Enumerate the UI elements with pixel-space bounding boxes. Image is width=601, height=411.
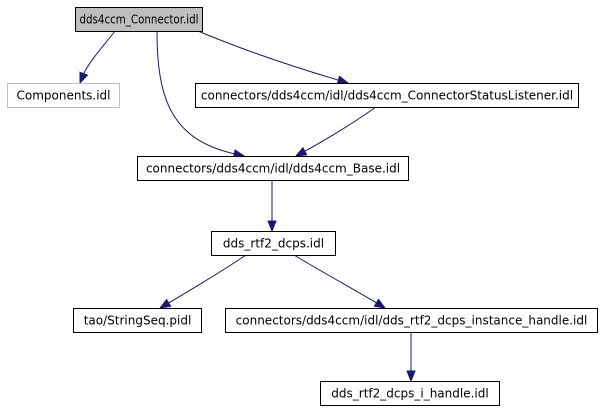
edge-arrowhead — [79, 71, 89, 85]
edge-arrowhead — [158, 298, 172, 309]
node-base[interactable]: connectors/dds4ccm/idl/dds4ccm_Base.idl — [137, 156, 409, 181]
node-label: dds_rtf2_dcps.idl — [223, 237, 324, 251]
node-box[interactable] — [75, 7, 203, 32]
edge-connector-to-components — [79, 30, 116, 85]
node-label: Components.idl — [16, 89, 110, 103]
edge-arrowhead — [267, 220, 277, 233]
node-box[interactable] — [137, 156, 409, 181]
edge-connector-to-status_listener — [197, 30, 350, 85]
node-label: dds_rtf2_dcps_i_handle.idl — [331, 387, 488, 401]
node-box[interactable] — [73, 308, 202, 333]
edge-line — [197, 30, 340, 81]
edge-arrowhead — [294, 146, 308, 157]
edge-rtf2_dcps-to-stringseq — [158, 254, 247, 309]
edge-arrowhead — [336, 75, 350, 85]
node-label: connectors/dds4ccm/idl/dds_rtf2_dcps_ins… — [236, 314, 588, 328]
edge-connector-to-base — [156, 30, 246, 159]
node-box[interactable] — [195, 83, 579, 108]
edge-line — [293, 254, 378, 304]
edge-arrowhead — [406, 370, 416, 383]
node-stringseq[interactable]: tao/StringSeq.pidl — [73, 308, 202, 333]
edge-line — [82, 30, 116, 75]
edge-base-to-rtf2_dcps — [267, 180, 277, 233]
node-instance_handle[interactable]: connectors/dds4ccm/idl/dds_rtf2_dcps_ins… — [225, 308, 598, 333]
node-box[interactable] — [7, 83, 120, 108]
node-rtf2_dcps[interactable]: dds_rtf2_dcps.idl — [211, 231, 336, 256]
edge-line — [167, 254, 247, 304]
node-status_listener[interactable]: connectors/dds4ccm/idl/dds4ccm_Connector… — [195, 83, 579, 108]
node-i_handle[interactable]: dds_rtf2_dcps_i_handle.idl — [320, 381, 500, 406]
edge-line — [303, 106, 377, 153]
node-components[interactable]: Components.idl — [7, 83, 120, 108]
node-label: connectors/dds4ccm/idl/dds4ccm_Connector… — [201, 89, 573, 103]
node-label: connectors/dds4ccm/idl/dds4ccm_Base.idl — [146, 162, 400, 176]
node-box[interactable] — [320, 381, 500, 406]
node-label: tao/StringSeq.pidl — [84, 314, 192, 328]
edges-layer — [79, 30, 416, 383]
node-box[interactable] — [211, 231, 336, 256]
edge-arrowhead — [373, 298, 387, 309]
node-label: dds4ccm_Connector.idl — [80, 13, 199, 27]
edge-rtf2_dcps-to-instance_handle — [293, 254, 387, 309]
node-box[interactable] — [225, 308, 598, 333]
edge-instance_handle-to-i_handle — [406, 331, 416, 383]
node-connector[interactable]: dds4ccm_Connector.idl — [75, 7, 203, 32]
edge-line — [156, 30, 236, 155]
edge-status_listener-to-base — [294, 106, 377, 157]
